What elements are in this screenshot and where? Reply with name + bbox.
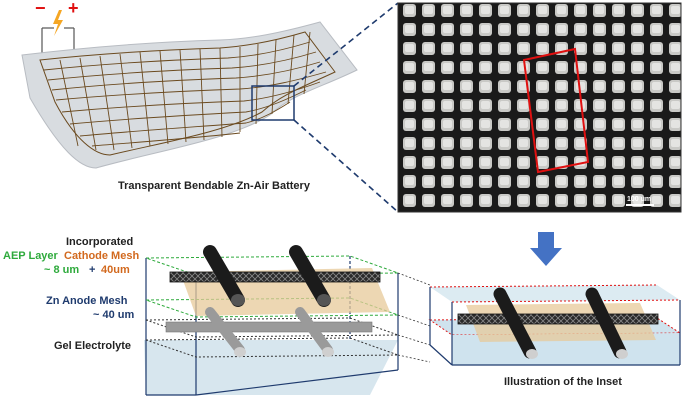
lightning-icon (53, 10, 63, 36)
cathode-wire-left (203, 245, 245, 307)
cathode-mesh-bar (169, 271, 381, 283)
inset-caption: Illustration of the Inset (504, 376, 622, 388)
down-arrow-icon (530, 232, 562, 266)
battery-inset-box (251, 85, 295, 121)
anode-wire-left (205, 307, 246, 357)
inset-wire-left (493, 287, 538, 359)
gel-electrolyte-label: Gel Electrolyte (54, 340, 132, 352)
minus-terminal-label: − (35, 0, 46, 18)
cathode-wire-right (289, 245, 331, 307)
battery-grid-lines (43, 31, 327, 151)
incorporated-label: Incorporated (66, 236, 134, 248)
plus-terminal-label: + (68, 0, 79, 18)
inset-mesh-bar (457, 313, 659, 325)
anode-mesh-bar (165, 321, 373, 333)
scale-label: 100 um (627, 196, 652, 203)
battery-sheet (21, 21, 358, 169)
zoom-connector-bottom (293, 119, 399, 213)
zoom-connector-top (293, 2, 399, 87)
aep-thickness-label: ~ 8 um (44, 264, 80, 276)
zn-anode-mesh-label: Zn Anode Mesh (46, 295, 128, 307)
aep-layer-label: AEP Layer (3, 250, 58, 262)
inset-wire-right (585, 287, 628, 359)
battery-caption: Transparent Bendable Zn-Air Battery (118, 180, 310, 192)
cathode-mesh-label: Cathode Mesh (64, 250, 140, 262)
micrograph-highlight-box (522, 47, 590, 174)
plus-label: + (89, 264, 96, 276)
anode-wire-right (295, 307, 334, 357)
micrograph-image (398, 3, 681, 212)
zn-thickness-label: ~ 40 um (93, 309, 135, 321)
cathode-thickness-label: 40um (101, 264, 130, 276)
inset-connectors (397, 272, 431, 363)
